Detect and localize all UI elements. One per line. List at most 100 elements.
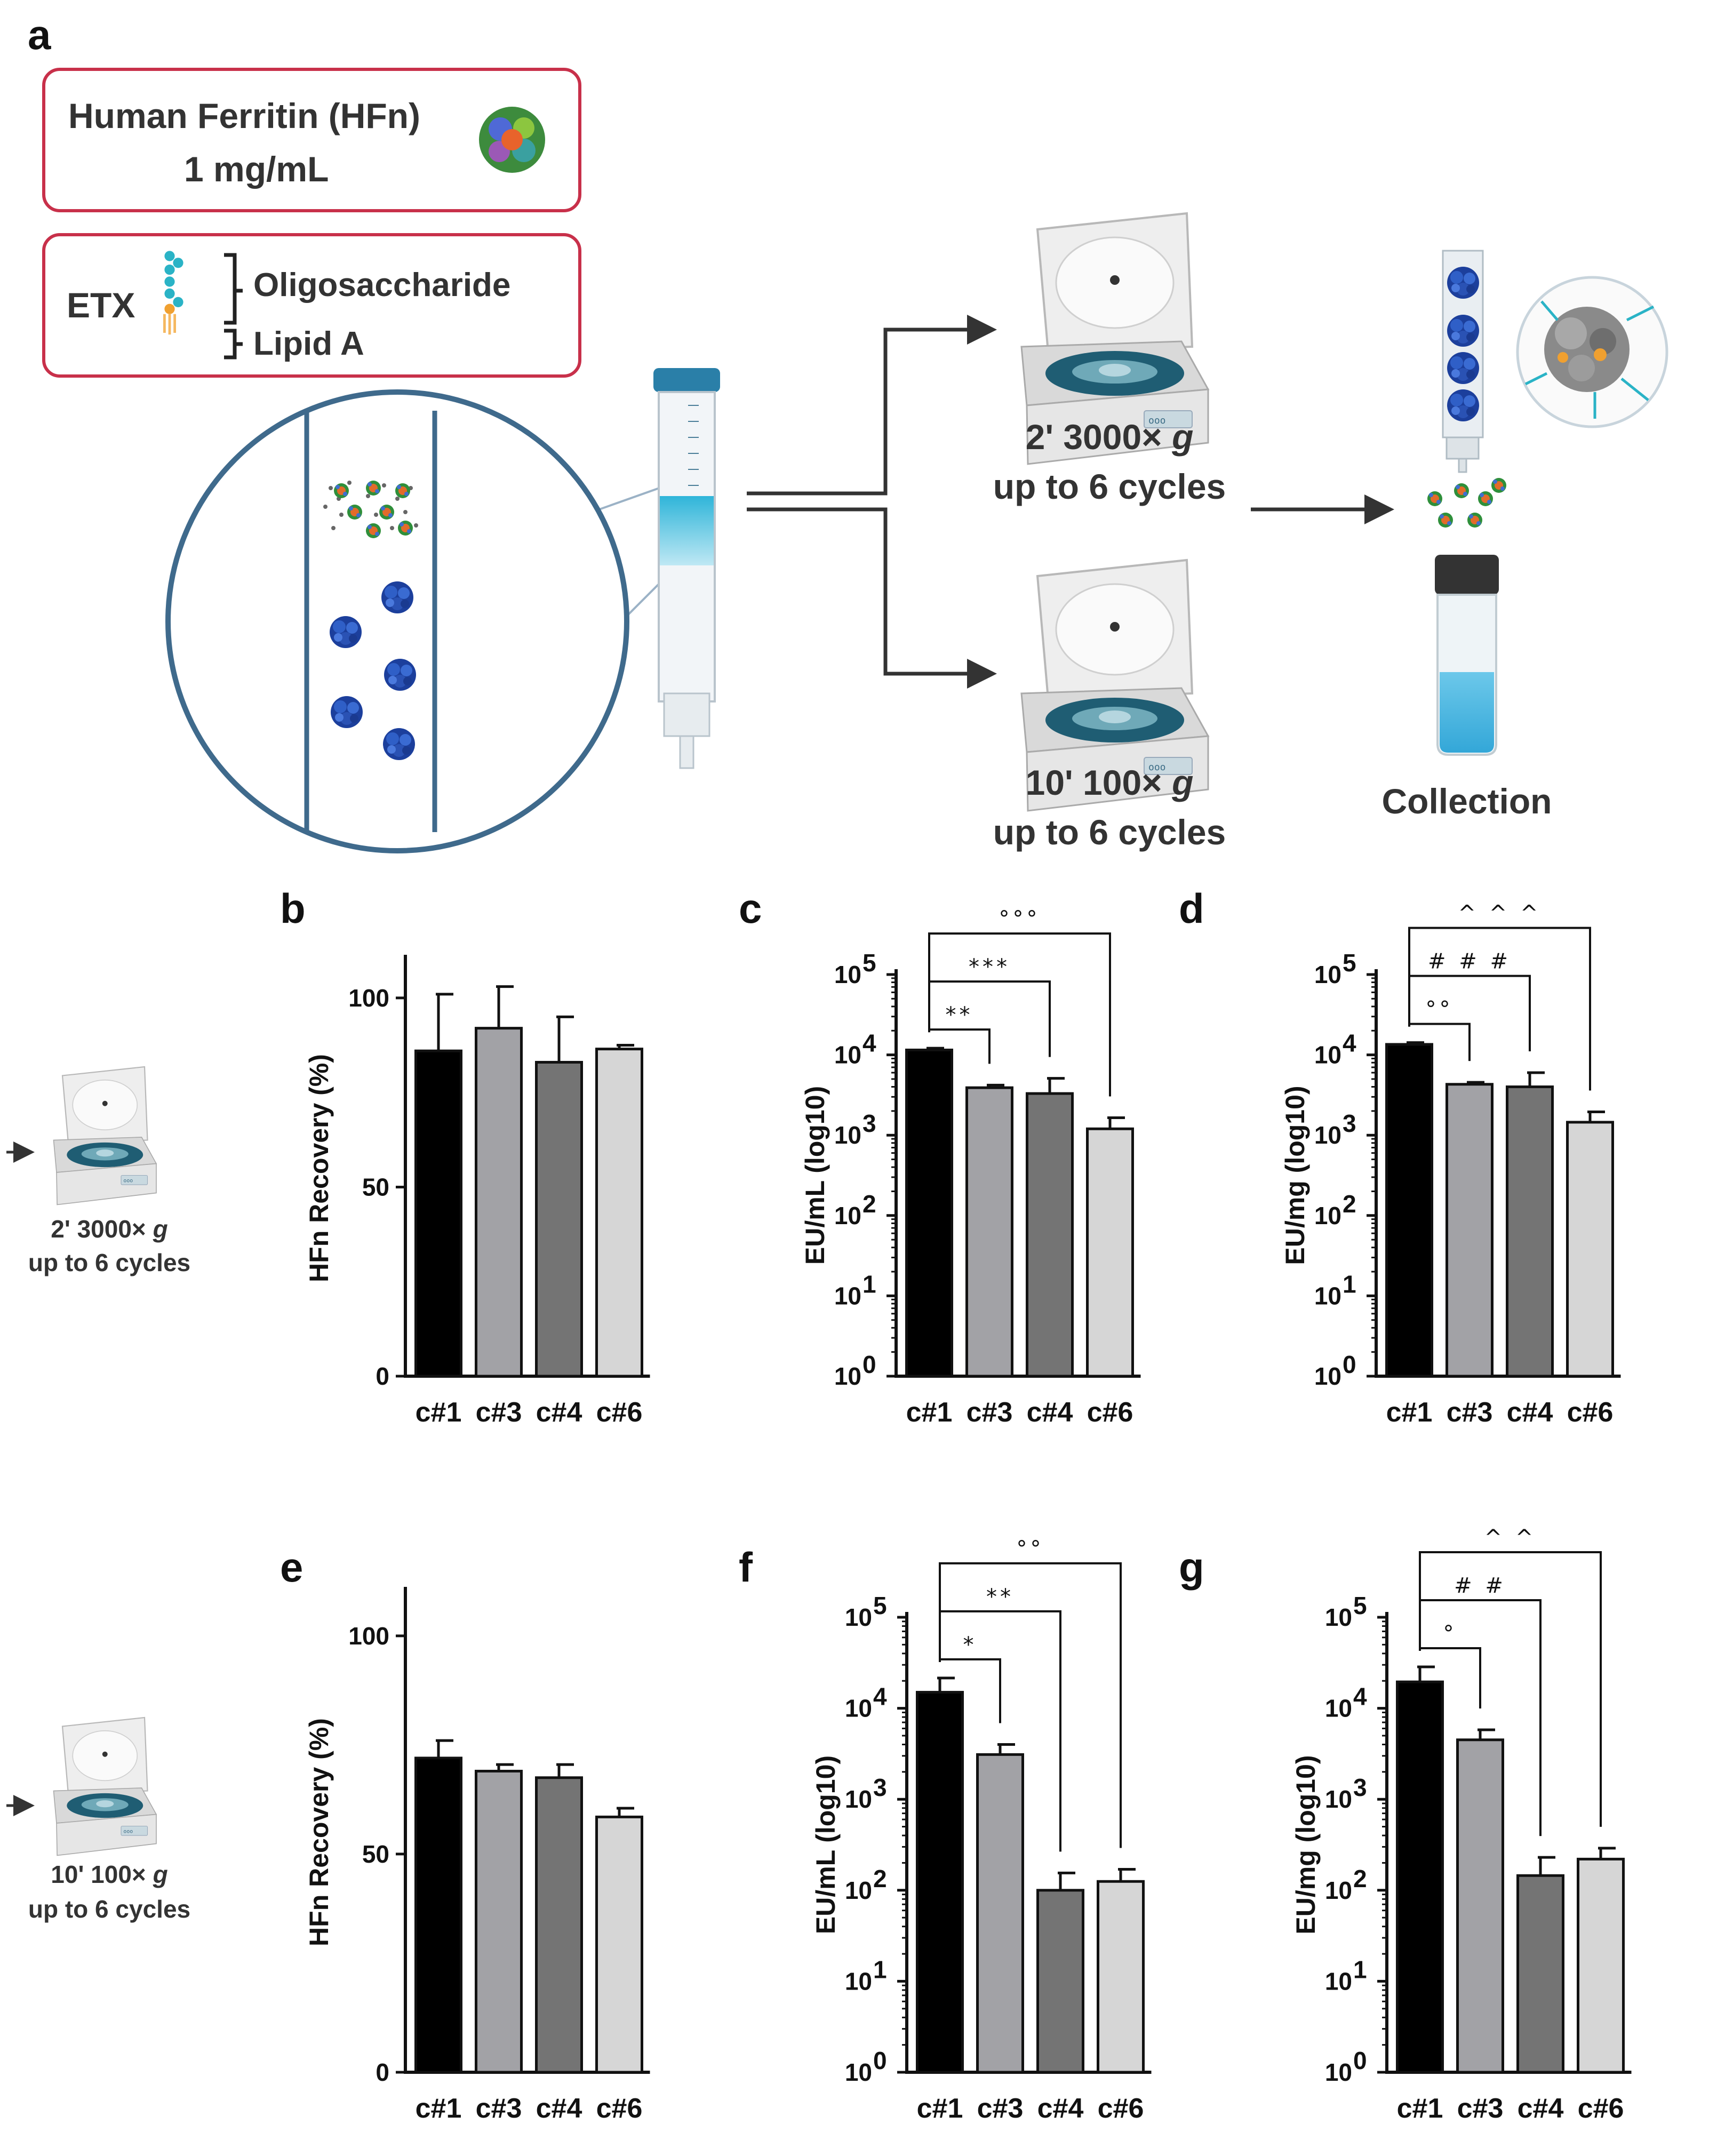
process-arrows	[747, 315, 1394, 689]
panel-letter-d: d	[1179, 885, 1204, 932]
x-tick-label: c#4	[1027, 1397, 1073, 1428]
y-tick-exponent: 2	[1343, 1190, 1356, 1218]
x-tick-label: c#3	[1447, 1397, 1493, 1428]
y-tick-label: 0	[376, 1362, 389, 1390]
y-tick-exponent: 3	[1343, 1109, 1356, 1137]
y-tick-exponent: 4	[1343, 1029, 1356, 1057]
collection-vial-icon	[1435, 555, 1499, 756]
x-tick-label: c#4	[536, 1397, 582, 1428]
x-tick-label: c#6	[596, 1397, 643, 1428]
y-tick-exponent: 0	[873, 2047, 887, 2074]
bar-c4	[1026, 1092, 1074, 1378]
x-tick-label: c#6	[1098, 2093, 1144, 2124]
significance-label: **	[946, 1003, 973, 1027]
bar-c6	[595, 1815, 643, 2074]
x-tick-label: c#4	[536, 2093, 582, 2124]
magnified-tube-view	[165, 389, 668, 853]
etx-info-box	[42, 233, 581, 378]
y-tick-label: 10	[834, 1041, 861, 1069]
significance-bracket	[1408, 927, 1591, 1091]
y-tick-label: 10	[834, 1362, 861, 1390]
collection-column	[1442, 250, 1484, 473]
y-tick-label: 10	[1325, 2058, 1352, 2086]
bar-c4	[1516, 1874, 1564, 2074]
significance-label: °°	[1017, 1537, 1044, 1561]
x-tick-label: c#6	[596, 2093, 643, 2124]
bar-c3	[475, 1769, 523, 2074]
x-tick-label: c#3	[476, 2093, 522, 2124]
x-tick-label: c#3	[977, 2093, 1024, 2124]
top-centrifuge-cycles: up to 6 cycles	[993, 467, 1226, 506]
bar-c1	[1396, 1680, 1444, 2074]
significance-bracket	[939, 1562, 1122, 1848]
y-tick-label: 100	[348, 1622, 389, 1650]
y-tick-label: 10	[845, 1967, 872, 1995]
row-1-side-label: 2' 3000× g up to 6 cycles	[6, 1066, 190, 1276]
bar-c1	[414, 1049, 462, 1378]
x-tick-label: c#4	[1507, 1397, 1553, 1428]
y-tick-label: 10	[834, 1282, 861, 1309]
bar-c1	[916, 1691, 964, 2074]
hfn-concentration: 1 mg/mL	[184, 149, 329, 189]
y-tick-exponent: 4	[863, 1029, 876, 1057]
significance-label: °°°	[999, 907, 1041, 931]
y-tick-label: 10	[834, 1202, 861, 1229]
significance-label: °°	[1426, 997, 1454, 1022]
y-tick-label: 10	[845, 1785, 872, 1813]
row-2-condition: 10' 100× g	[51, 1860, 167, 1888]
y-tick-label: 10	[1325, 1967, 1352, 1995]
panel-letter-f: f	[739, 1544, 753, 1591]
collected-hfn-particles	[1427, 478, 1506, 528]
bar-c4	[535, 1060, 583, 1378]
y-tick-exponent: 5	[1353, 1592, 1367, 1619]
hfn-info-box	[42, 68, 581, 212]
row-1-condition: 2' 3000× g	[51, 1215, 167, 1243]
y-axis-label: HFn Recovery (%)	[304, 1054, 334, 1282]
significance-label: ***	[969, 955, 1010, 979]
y-axis-label: EU/mL (log10)	[800, 1086, 830, 1265]
panel-letter-b: b	[280, 885, 306, 932]
x-tick-label: c#3	[476, 1397, 522, 1428]
y-tick-label: 10	[1325, 1695, 1352, 1722]
y-tick-label: 10	[1314, 1202, 1341, 1229]
bar-c1	[905, 1048, 953, 1378]
x-tick-label: c#1	[416, 2093, 462, 2124]
y-tick-label: 10	[1314, 1362, 1341, 1390]
significance-bracket	[1419, 1551, 1602, 1827]
bar-c3	[965, 1086, 1013, 1378]
y-tick-label: 10	[1314, 1041, 1341, 1069]
y-tick-label: 10	[1325, 1785, 1352, 1813]
y-tick-exponent: 5	[863, 949, 876, 977]
y-tick-exponent: 1	[873, 1955, 887, 1983]
filter-column-tube	[653, 368, 720, 769]
bottom-centrifuge-condition: 10' 100× g	[1026, 763, 1194, 802]
significance-label: °	[1443, 1622, 1457, 1646]
x-tick-label: c#1	[1386, 1397, 1433, 1428]
bound-endotoxin-magnifier	[1516, 276, 1668, 428]
bar-c1	[414, 1756, 462, 2074]
significance-label: *	[963, 1633, 977, 1657]
y-tick-exponent: 4	[1353, 1683, 1367, 1711]
y-tick-label: 50	[362, 1840, 389, 1868]
y-tick-exponent: 2	[1353, 1865, 1367, 1893]
top-centrifuge-condition: 2' 3000× g	[1026, 417, 1194, 457]
y-tick-label: 10	[1314, 961, 1341, 988]
x-tick-label: c#1	[416, 1397, 462, 1428]
y-tick-label: 10	[845, 1695, 872, 1722]
panel-letter-c: c	[739, 885, 762, 932]
y-tick-label: 10	[1314, 1121, 1341, 1149]
y-tick-exponent: 1	[863, 1270, 876, 1298]
hfn-title: Human Ferritin (HFn)	[68, 96, 420, 135]
y-tick-exponent: 4	[873, 1683, 887, 1711]
x-tick-label: c#1	[906, 1397, 953, 1428]
row-2-side-label: 10' 100× g up to 6 cycles	[6, 1716, 190, 1923]
y-tick-exponent: 0	[1343, 1351, 1356, 1378]
y-tick-label: 0	[376, 2058, 389, 2086]
y-tick-label: 10	[1325, 1876, 1352, 1904]
y-axis-label: HFn Recovery (%)	[304, 1718, 334, 1946]
y-tick-label: 10	[845, 1603, 872, 1631]
lipid-a-bracket	[224, 329, 243, 360]
